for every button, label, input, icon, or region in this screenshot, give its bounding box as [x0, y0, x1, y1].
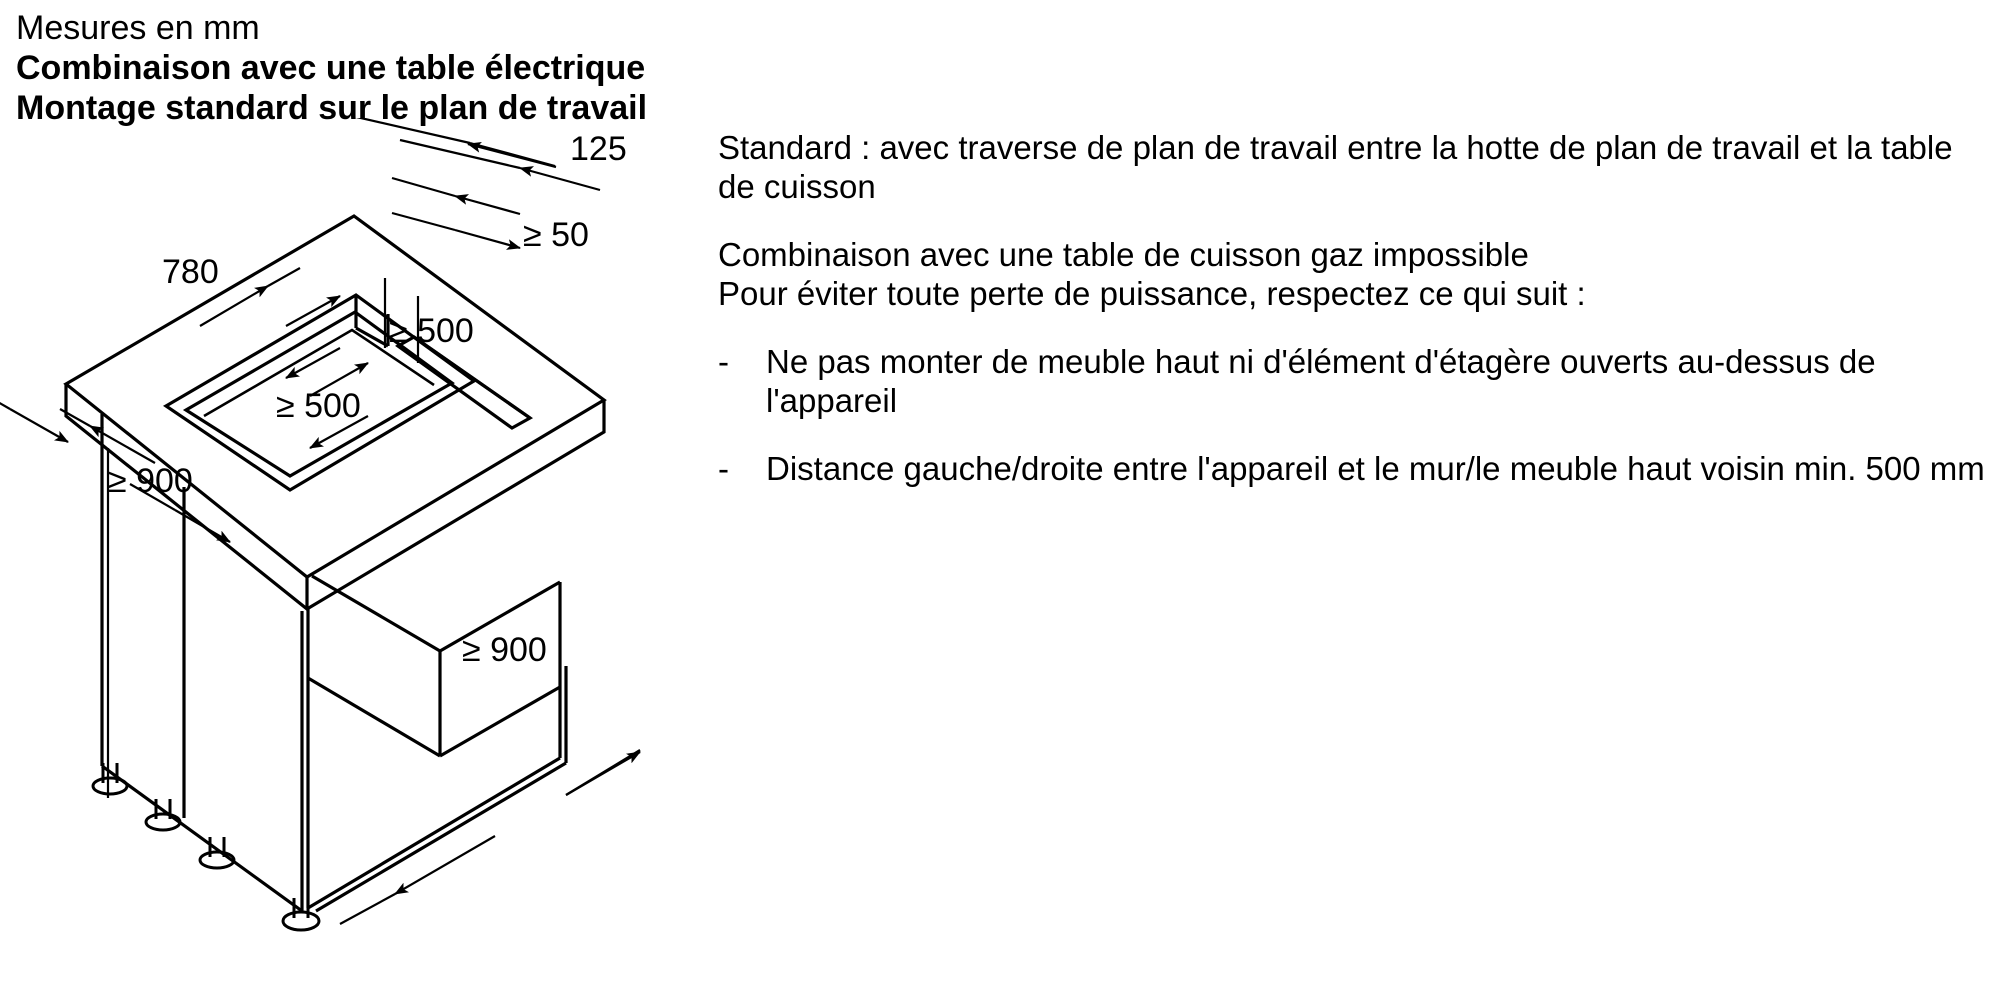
- isometric-diagram-svg: 125 ≥ 50 780 ≥ 500 ≥ 500 ≥ 900 ≥ 900: [0, 118, 641, 932]
- bullet-text-no-wall-unit: Ne pas monter de meuble haut ni d'élémen…: [766, 343, 1876, 419]
- worktop-body: [63, 214, 607, 613]
- dimension-lines: [0, 118, 641, 925]
- foot-2: [144, 799, 182, 832]
- right-band-edge: [413, 335, 531, 420]
- dim-500l-arrow-up: [309, 362, 369, 397]
- cabinet-bottom-front-edge-2: [315, 761, 567, 913]
- dim-780-arrow-up: [199, 285, 269, 327]
- bullet-marker-icon: -: [718, 450, 729, 487]
- dim-125-arrow-2: [519, 166, 601, 192]
- dim-50-ext-b: [391, 211, 456, 232]
- spacer-2: [718, 313, 1988, 342]
- cabinet-inner-top-left: [311, 574, 441, 653]
- note-power-loss: Pour éviter toute perte de puissance, re…: [718, 275, 1586, 312]
- worktop-left-edge: [64, 384, 309, 613]
- dim-125-ext-b: [399, 138, 521, 170]
- dim-label-780: 780: [162, 253, 219, 291]
- dim-label-900-depth: ≥ 900: [462, 631, 547, 669]
- cabinet-inner-top-right: [439, 580, 561, 653]
- dim-500l-arrow-down: [309, 415, 369, 449]
- dim-900d-arrow-left: [394, 835, 496, 895]
- foot-4: [281, 898, 321, 932]
- heading-block: Mesures en mm Combinaison avec une table…: [16, 8, 966, 128]
- spacer-3: [718, 420, 1988, 449]
- measures-unit-label: Mesures en mm: [16, 9, 260, 47]
- spacer-1: [718, 206, 1988, 235]
- dim-label-50: ≥ 50: [523, 216, 589, 254]
- slot-outer-rim: [162, 293, 477, 492]
- page-title-line-2: Montage standard sur le plan de travail: [16, 89, 648, 127]
- dim-900d-ext-a: [339, 893, 396, 925]
- dim-900h-ext-b: [129, 483, 176, 511]
- cabinet-feet: [91, 763, 321, 932]
- bullet-text-side-clearance: Distance gauche/droite entre l'appareil …: [766, 450, 1985, 487]
- note-standard: Standard : avec traverse de plan de trav…: [718, 129, 1953, 205]
- worktop-right-edge: [306, 400, 606, 611]
- dim-900h-arrow-down: [9, 408, 69, 443]
- dim-780-arrow-down: [89, 425, 156, 464]
- foot-1: [91, 763, 129, 796]
- cabinet-inner-floor-right: [439, 685, 561, 758]
- dim-125-ext-a: [355, 118, 471, 145]
- notes-column: Standard : avec traverse de plan de trav…: [718, 128, 1988, 488]
- dim-780-ext-b: [267, 267, 301, 287]
- list-item: - Distance gauche/droite entre l'apparei…: [718, 449, 1988, 488]
- cabinet-inner-floor-left: [307, 676, 441, 758]
- slot-recess-line: [203, 328, 435, 418]
- dim-50-arrow-down: [454, 228, 521, 250]
- dim-900d-arrow-right: [565, 751, 641, 796]
- bullet-marker-icon: -: [718, 343, 729, 380]
- dim-500m-arrow-up: [285, 295, 341, 327]
- dim-900h-ext-a: [0, 401, 11, 410]
- cabinet-left-bottom-edge: [101, 764, 303, 913]
- dim-125-arrow: [467, 141, 557, 169]
- slot-divider-bottom: [355, 326, 389, 348]
- dim-label-500-left: ≥ 500: [276, 387, 361, 425]
- foot-3: [198, 837, 236, 870]
- page-title-line-1: Combinaison avec une table électrique: [16, 49, 646, 87]
- dim-label-125: 125: [570, 130, 627, 168]
- cabinet-bottom-front-edge: [307, 756, 561, 910]
- dim-50-ext-a: [391, 176, 456, 198]
- dim-50-arrow-up: [454, 194, 521, 216]
- installation-drawing: 125 ≥ 50 780 ≥ 500 ≥ 500 ≥ 900 ≥ 900: [0, 118, 700, 998]
- note-gas-incompatible: Combinaison avec une table de cuisson ga…: [718, 236, 1529, 273]
- dim-500m-arrow-down: [285, 347, 341, 379]
- dim-780-ext-a: [59, 408, 91, 427]
- dimension-labels: 125 ≥ 50 780 ≥ 500 ≥ 500 ≥ 900 ≥ 900: [108, 130, 627, 669]
- dim-label-500-right: ≥ 500: [389, 312, 474, 350]
- list-item: - Ne pas monter de meuble haut ni d'élém…: [718, 342, 1988, 420]
- dim-label-900-height: ≥ 900: [108, 462, 193, 500]
